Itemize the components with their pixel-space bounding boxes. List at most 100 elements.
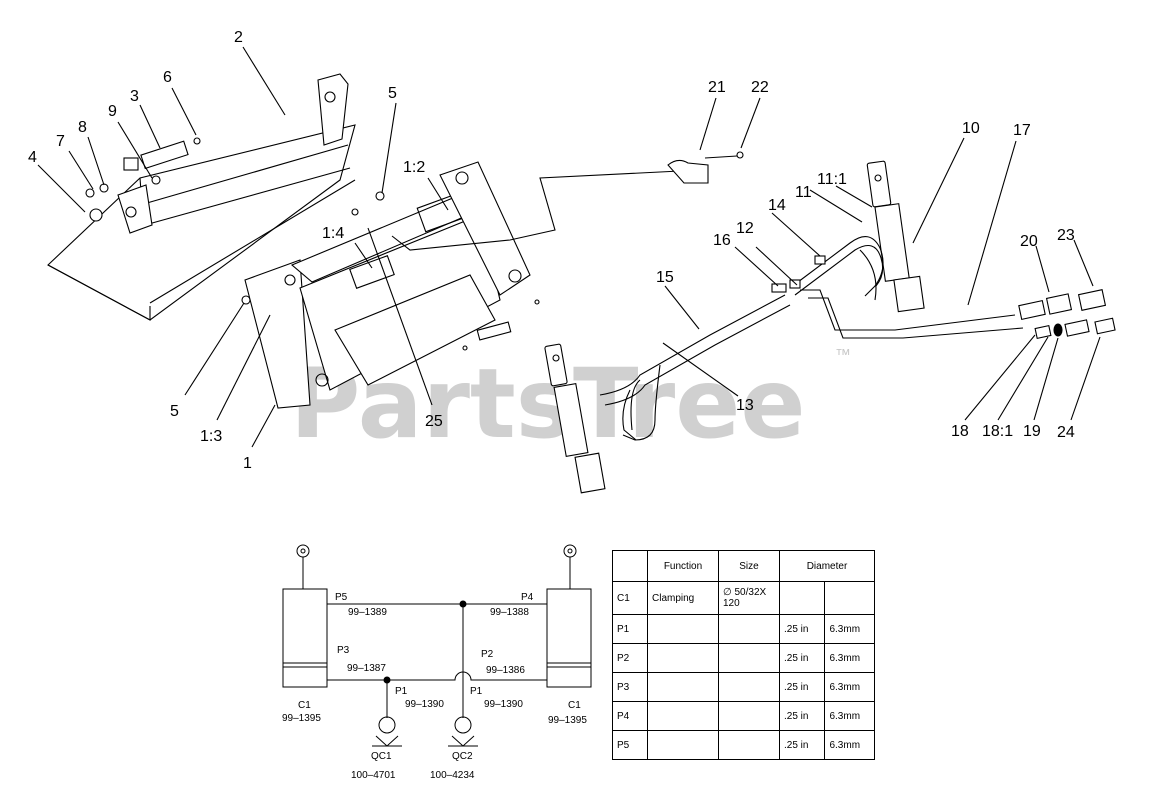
label-hose-p1-right: 99–1390 bbox=[484, 699, 523, 710]
table-cell-diameter-mm: 6.3mm bbox=[824, 701, 875, 731]
exploded-view-drawing bbox=[37, 46, 1116, 494]
callout-labels: 2 3 6 4 7 8 9 5 1:2 1:4 5 1:3 1 25 21 22… bbox=[28, 29, 1075, 472]
table-cell-function bbox=[647, 643, 719, 673]
table-cell-diameter-mm bbox=[824, 581, 875, 615]
callout-1-4: 1:4 bbox=[322, 225, 344, 242]
left-hose-parts bbox=[599, 294, 791, 441]
label-hose-p3: 99–1387 bbox=[347, 663, 386, 674]
callout-10: 10 bbox=[962, 120, 980, 137]
table-row: P3 .25 in 6.3mm bbox=[612, 672, 875, 702]
table-cell-diameter-mm: 6.3mm bbox=[824, 730, 875, 760]
callout-12: 12 bbox=[736, 220, 754, 237]
label-hose-p2: 99–1386 bbox=[486, 665, 525, 676]
pin-and-bolt-parts bbox=[85, 137, 385, 305]
wire-harness-part bbox=[391, 169, 701, 251]
label-hose-p5: 99–1389 bbox=[348, 607, 387, 618]
table-cell-size bbox=[718, 730, 780, 760]
callout-23: 23 bbox=[1057, 227, 1075, 244]
leader-lines bbox=[37, 46, 1101, 448]
callout-13: 13 bbox=[736, 397, 754, 414]
callout-24: 24 bbox=[1057, 424, 1075, 441]
table-cell-function bbox=[647, 730, 719, 760]
table-header-cell: Diameter bbox=[779, 550, 875, 582]
callout-21: 21 bbox=[708, 79, 726, 96]
table-cell-diameter-in bbox=[778, 581, 826, 615]
diameter-symbol: ∅ bbox=[723, 587, 732, 598]
table-cell-diameter-in: .25 in bbox=[778, 701, 826, 731]
callout-1-3: 1:3 bbox=[200, 428, 222, 445]
callout-3: 3 bbox=[130, 88, 139, 105]
callout-11: 11 bbox=[795, 184, 812, 201]
callout-11-1: 11:1 bbox=[817, 171, 847, 188]
callout-18-1: 18:1 bbox=[982, 423, 1013, 440]
trademark-symbol: ™ bbox=[835, 347, 851, 364]
label-hose-p1-left: 99–1390 bbox=[405, 699, 444, 710]
schematic-coupler-qc1 bbox=[372, 716, 402, 747]
callout-25: 25 bbox=[425, 413, 443, 430]
table-cell-function bbox=[647, 701, 719, 731]
callout-6: 6 bbox=[163, 69, 172, 86]
connector-parts bbox=[667, 151, 744, 184]
table-cell-function bbox=[647, 672, 719, 702]
table-cell-size bbox=[718, 672, 780, 702]
callout-17: 17 bbox=[1013, 122, 1031, 139]
table-cell-id: P5 bbox=[612, 730, 648, 760]
table-cell-id: P1 bbox=[612, 614, 648, 644]
table-row: C1 Clamping ∅ 50/32X 120 bbox=[612, 581, 875, 615]
table-cell-function: Clamping bbox=[647, 581, 719, 615]
label-qc1: QC1 bbox=[371, 751, 392, 762]
table-header-cell bbox=[612, 550, 648, 582]
table-cell-diameter-in: .25 in bbox=[778, 643, 826, 673]
clamp-plate-part bbox=[47, 73, 356, 321]
table-row: P4 .25 in 6.3mm bbox=[612, 701, 875, 731]
table-cell-size bbox=[718, 614, 780, 644]
label-cylinder-left: C1 bbox=[298, 700, 311, 711]
table-cell-id: P3 bbox=[612, 672, 648, 702]
table-cell-size bbox=[718, 701, 780, 731]
callout-14: 14 bbox=[768, 197, 786, 214]
callout-5-top: 5 bbox=[388, 85, 397, 102]
callout-7: 7 bbox=[56, 133, 65, 150]
table-cell-diameter-in: .25 in bbox=[778, 614, 826, 644]
callout-1-2: 1:2 bbox=[403, 159, 425, 176]
label-p1-right: P1 bbox=[470, 686, 483, 697]
label-cylinder-right-part: 99–1395 bbox=[548, 715, 587, 726]
table-cell-diameter-mm: 6.3mm bbox=[824, 643, 875, 673]
callout-1: 1 bbox=[243, 455, 252, 472]
schematic-cylinder-left bbox=[282, 544, 328, 688]
coupler-parts bbox=[771, 255, 1116, 339]
callout-16: 16 bbox=[713, 232, 731, 249]
table-row: P1 .25 in 6.3mm bbox=[612, 614, 875, 644]
callout-20: 20 bbox=[1020, 233, 1038, 250]
hydraulic-schematic bbox=[282, 544, 592, 747]
label-cylinder-left-part: 99–1395 bbox=[282, 713, 321, 724]
table-header-cell: Function bbox=[647, 550, 719, 582]
table-header-cell: Size bbox=[718, 550, 780, 582]
hose-spec-table: Function Size Diameter C1 Clamping ∅ 50/… bbox=[612, 550, 875, 760]
table-cell-diameter-in: .25 in bbox=[778, 672, 826, 702]
table-cell-diameter-mm: 6.3mm bbox=[824, 614, 875, 644]
schematic-labels: P5 99–1389 P4 99–1388 P3 99–1387 P2 99–1… bbox=[282, 592, 587, 781]
callout-8: 8 bbox=[78, 119, 87, 136]
table-cell-function bbox=[647, 614, 719, 644]
table-row: P5 .25 in 6.3mm bbox=[612, 730, 875, 760]
table-cell-id: P4 bbox=[612, 701, 648, 731]
label-qc2-part: 100–4234 bbox=[430, 770, 475, 781]
table-cell-size bbox=[718, 643, 780, 673]
label-p4: P4 bbox=[521, 592, 534, 603]
callout-19: 19 bbox=[1023, 423, 1041, 440]
table-cell-size: ∅ 50/32X 120 bbox=[718, 581, 780, 615]
callout-18: 18 bbox=[951, 423, 969, 440]
table-cell-id: C1 bbox=[612, 581, 648, 615]
label-p2: P2 bbox=[481, 649, 494, 660]
callout-4: 4 bbox=[28, 149, 37, 166]
label-hose-p4: 99–1388 bbox=[490, 607, 529, 618]
schematic-coupler-qc2 bbox=[448, 716, 478, 747]
table-cell-id: P2 bbox=[612, 643, 648, 673]
table-cell-diameter-mm: 6.3mm bbox=[824, 672, 875, 702]
label-qc1-part: 100–4701 bbox=[351, 770, 396, 781]
label-p3: P3 bbox=[337, 645, 350, 656]
label-qc2: QC2 bbox=[452, 751, 473, 762]
table-cell-size-value: 50/32X 120 bbox=[723, 587, 767, 609]
